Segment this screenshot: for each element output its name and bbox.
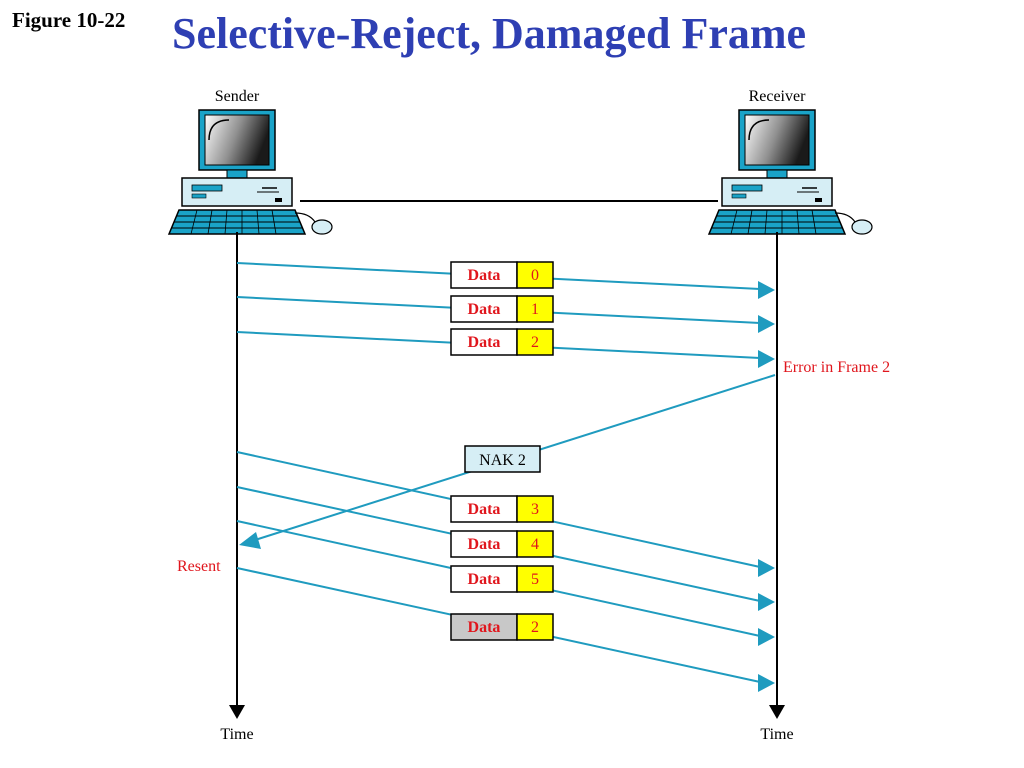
arrowhead-2 (758, 350, 775, 368)
frame-data-label: Data (468, 619, 501, 636)
arrowhead-1 (758, 315, 775, 333)
frame-data-cell (450, 495, 518, 523)
frame-number: 4 (531, 536, 539, 553)
frame-data-label: Data (468, 267, 501, 284)
frame-data-label: Data (468, 301, 501, 318)
frame-number: 0 (531, 267, 539, 284)
nak-box (464, 445, 541, 473)
frame-number: 5 (531, 571, 539, 588)
frame-number-cell (516, 261, 554, 289)
arrowhead-5 (758, 628, 775, 646)
frame-data-cell (450, 613, 518, 641)
time-label-left: Time (220, 726, 253, 743)
frame-data-label: Data (468, 536, 501, 553)
frame-data-cell (450, 565, 518, 593)
receiver-computer-icon (708, 109, 873, 235)
frame-number-cell (516, 565, 554, 593)
frame-data-cell (450, 261, 518, 289)
frame-number: 2 (531, 334, 539, 351)
frame-box-3: Data 3 (450, 495, 554, 523)
time-label-right: Time (760, 726, 793, 743)
receiver-label: Receiver (749, 88, 807, 105)
frame-box-0: Data 0 (450, 261, 554, 289)
resent-note: Resent (177, 558, 221, 575)
frame-data-label: Data (468, 334, 501, 351)
figure-label: Figure 10-22 (12, 8, 126, 32)
frame-number: 1 (531, 301, 539, 318)
sender-computer-icon (168, 109, 333, 235)
page-title: Selective-Reject, Damaged Frame (172, 9, 807, 58)
frame-number: 3 (531, 501, 539, 518)
frame-box-5: Data 5 (450, 565, 554, 593)
frame-number: 2 (531, 619, 539, 636)
nak-arrowhead (239, 532, 261, 549)
frame-box-2: Data 2 (450, 328, 554, 356)
arrowhead-0 (758, 281, 775, 299)
nak-label: NAK 2 (479, 452, 526, 469)
sender-label: Sender (215, 88, 260, 105)
frame-data-cell (450, 295, 518, 323)
receiver-time-arrowhead (769, 705, 785, 719)
frame-number-cell (516, 495, 554, 523)
arrowhead-3 (758, 559, 775, 577)
frame-number-cell (516, 295, 554, 323)
frame-number-cell (516, 613, 554, 641)
frame-data-label: Data (468, 501, 501, 518)
arrowhead-resent (758, 674, 775, 692)
frame-box-4: Data 4 (450, 530, 554, 558)
frame-number-cell (516, 530, 554, 558)
error-note: Error in Frame 2 (783, 359, 890, 376)
sender-time-arrowhead (229, 705, 245, 719)
arrowhead-4 (758, 593, 775, 611)
frame-data-cell (450, 328, 518, 356)
frame-box-1: Data 1 (450, 295, 554, 323)
frame-data-label: Data (468, 571, 501, 588)
frame-number-cell (516, 328, 554, 356)
frame-box-6: Data 2 (450, 613, 554, 641)
